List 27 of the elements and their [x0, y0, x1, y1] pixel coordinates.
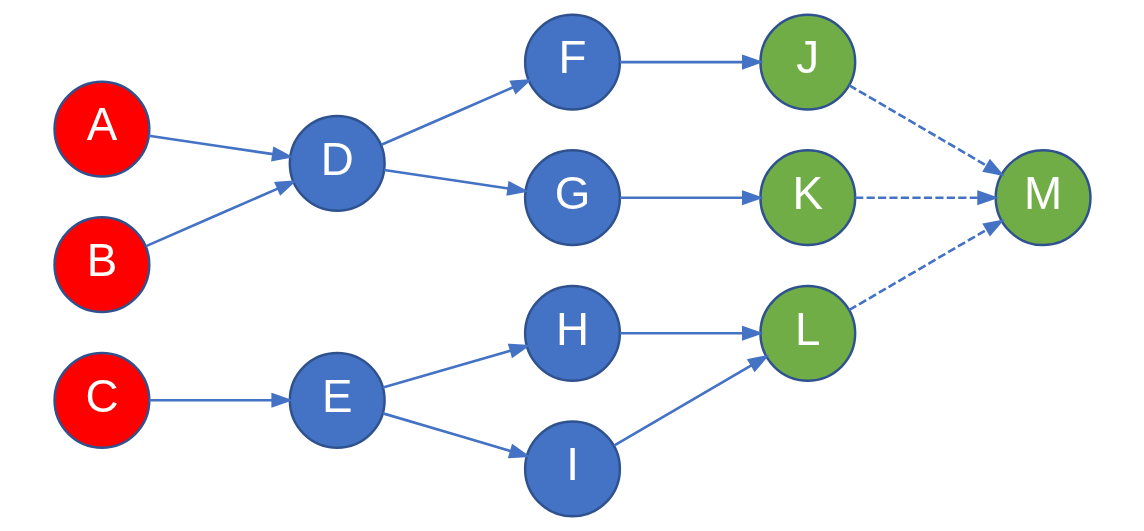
- node-circle: E: [288, 351, 386, 449]
- node-circle: K: [758, 149, 856, 247]
- node-circle: L: [758, 284, 856, 382]
- arrow: [612, 354, 769, 447]
- node-circle: J: [758, 13, 856, 111]
- arrow: [382, 412, 531, 459]
- node-circle: F: [523, 13, 621, 111]
- node-circle: D: [288, 114, 386, 212]
- arrow: [148, 392, 293, 408]
- arrow: [854, 190, 999, 206]
- arrow: [848, 219, 1005, 312]
- node-circle: B: [52, 216, 151, 314]
- arrow: [848, 84, 1005, 177]
- node-circle: I: [523, 420, 621, 518]
- arrow: [148, 134, 293, 162]
- arrow: [145, 180, 297, 248]
- arrow: [383, 168, 529, 196]
- node-circle: A: [52, 80, 151, 178]
- node-circle: H: [523, 284, 621, 382]
- arrow: [382, 343, 531, 389]
- node-circle: C: [52, 351, 151, 449]
- arrow: [619, 325, 764, 341]
- node-circle: M: [993, 149, 1092, 247]
- arrow: [619, 190, 764, 206]
- arrow: [380, 78, 532, 146]
- arrow: [619, 54, 764, 70]
- node-circle: G: [523, 149, 621, 247]
